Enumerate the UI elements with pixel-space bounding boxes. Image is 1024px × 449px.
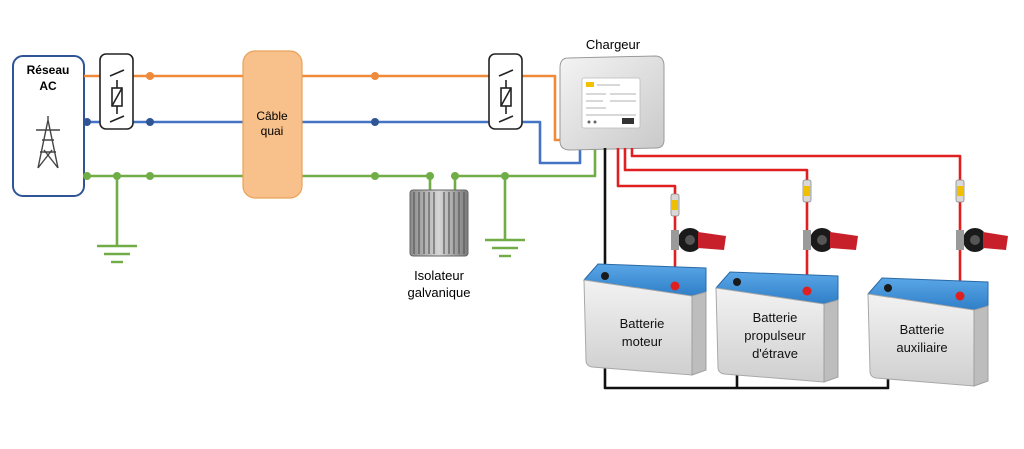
grid-label-line2: AC <box>39 79 57 93</box>
battery-bow-label-line2: propulseur <box>744 328 806 343</box>
battery-aux-label-line1: Batterie <box>900 322 945 337</box>
fuse-icon <box>955 179 965 203</box>
earth-dot <box>451 172 459 180</box>
galvanic-isolator: Isolateur galvanique <box>408 189 471 300</box>
earth-dot <box>83 172 91 180</box>
circuit-breaker-left <box>99 53 134 130</box>
charger-front-panel <box>581 77 641 129</box>
shore-cable-box: Câble quai <box>242 50 303 199</box>
battery-charger: Chargeur <box>559 37 665 151</box>
terminal-negative <box>733 278 741 286</box>
fuse-icon <box>802 179 812 203</box>
battery-engine-label-line2: moteur <box>622 334 663 349</box>
battery-switch-icon <box>956 228 1008 252</box>
battery-switch-icon <box>671 228 726 252</box>
earth-dot <box>146 172 154 180</box>
earth-dot <box>371 172 379 180</box>
pylon-icon <box>36 116 60 169</box>
battery-bow-thruster: Batterie propulseur d'étrave <box>715 271 839 383</box>
grid-ac-source: Réseau AC <box>12 55 85 197</box>
terminal-negative <box>884 284 892 292</box>
neutral-dot <box>146 118 154 126</box>
fuse-icon <box>670 193 680 217</box>
isolator-label-line1: Isolateur <box>414 268 465 283</box>
circuit-breaker-right <box>488 53 523 130</box>
phase-dot <box>146 72 154 80</box>
phase-wire <box>84 74 560 142</box>
earth-dot <box>113 172 121 180</box>
positive-wire-engine <box>616 148 677 285</box>
grid-label-line1: Réseau <box>27 63 70 77</box>
battery-auxiliary: Batterie auxiliaire <box>867 277 989 387</box>
battery-aux-label-line2: auxiliaire <box>896 340 947 355</box>
isolator-label-line2: galvanique <box>408 285 471 300</box>
terminal-positive <box>802 286 812 296</box>
neutral-wire <box>84 120 582 165</box>
charger-label: Chargeur <box>586 37 641 52</box>
neutral-dot <box>371 118 379 126</box>
earth-wire-after-isolator <box>455 147 597 178</box>
terminal-negative <box>601 272 609 280</box>
positive-wire-bow <box>623 148 809 288</box>
ground-icon <box>97 244 137 264</box>
earth-dot <box>501 172 509 180</box>
terminal-positive <box>670 281 680 291</box>
battery-engine: Batterie moteur <box>583 263 707 376</box>
cable-label-line2: quai <box>261 124 284 138</box>
terminal-positive <box>955 291 965 301</box>
phase-dot <box>371 72 379 80</box>
battery-bow-label-line1: Batterie <box>753 310 798 325</box>
battery-bow-label-line3: d'étrave <box>752 346 798 361</box>
earth-dot <box>426 172 434 180</box>
battery-switch-icon <box>803 228 858 252</box>
positive-wire-aux <box>630 148 962 293</box>
battery-engine-label-line1: Batterie <box>620 316 665 331</box>
ground-icon <box>485 238 525 258</box>
neutral-dot <box>83 118 91 126</box>
cable-label-line1: Câble <box>256 109 288 123</box>
